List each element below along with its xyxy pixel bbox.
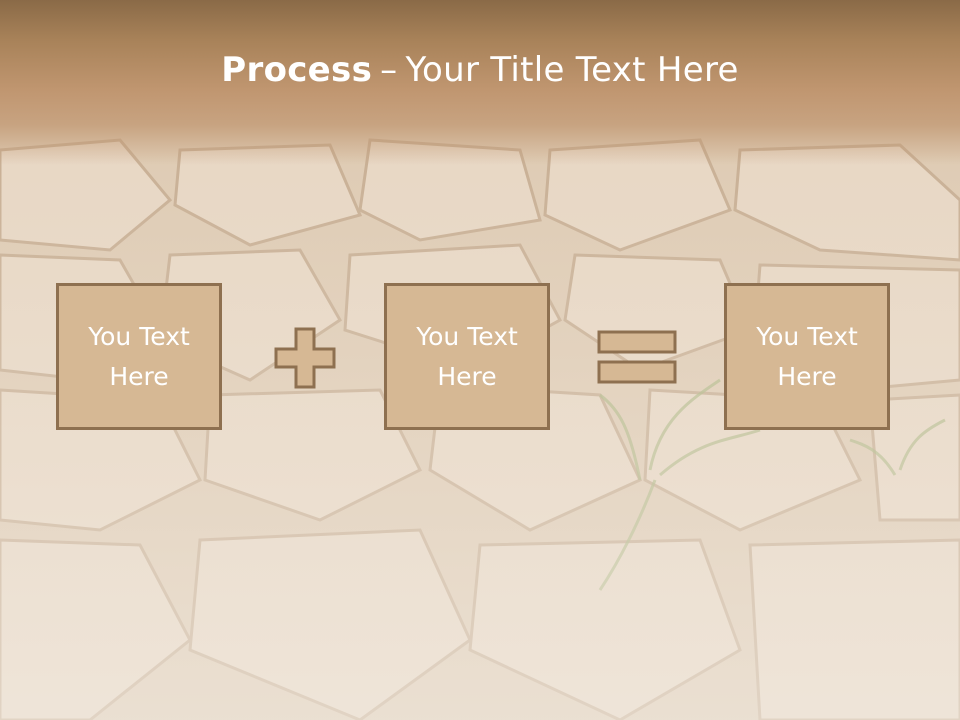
text-box-2-line1: You Text [416,321,518,351]
slide-title: Process–Your Title Text Here [0,50,960,90]
text-box-3[interactable]: You Text Here [724,283,890,430]
text-box-2[interactable]: You Text Here [384,283,550,430]
title-rest: Your Title Text Here [405,50,739,90]
text-box-2-line2: Here [437,361,497,391]
text-box-1-line1: You Text [88,321,190,351]
plus-icon [274,327,336,389]
title-bold: Process [221,50,373,90]
text-box-3-line1: You Text [756,321,858,351]
text-box-1-content: You Text Here [88,317,190,397]
equals-icon [597,330,677,384]
text-box-1-line2: Here [109,361,169,391]
title-separator: – [380,50,398,90]
text-box-3-content: You Text Here [756,317,858,397]
text-box-2-content: You Text Here [416,317,518,397]
title-band [0,0,960,165]
text-box-3-line2: Here [777,361,837,391]
text-box-1[interactable]: You Text Here [56,283,222,430]
